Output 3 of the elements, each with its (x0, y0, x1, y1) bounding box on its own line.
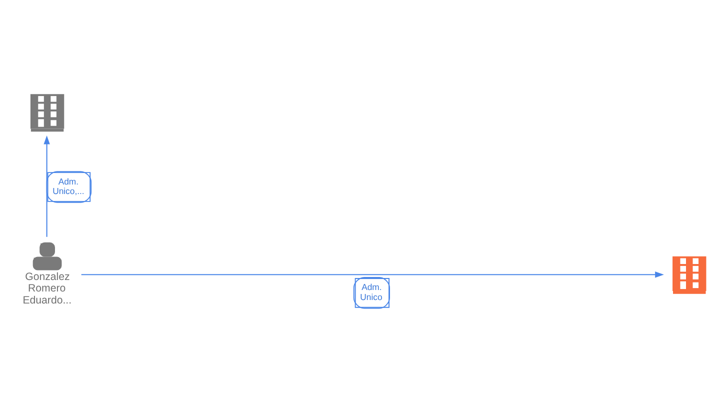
edge-label: Adm. Unico,... (52, 176, 84, 196)
edge-label: Adm. Unico (360, 282, 382, 302)
node-label: Gonzalez Romero Eduardo... (22, 271, 72, 306)
